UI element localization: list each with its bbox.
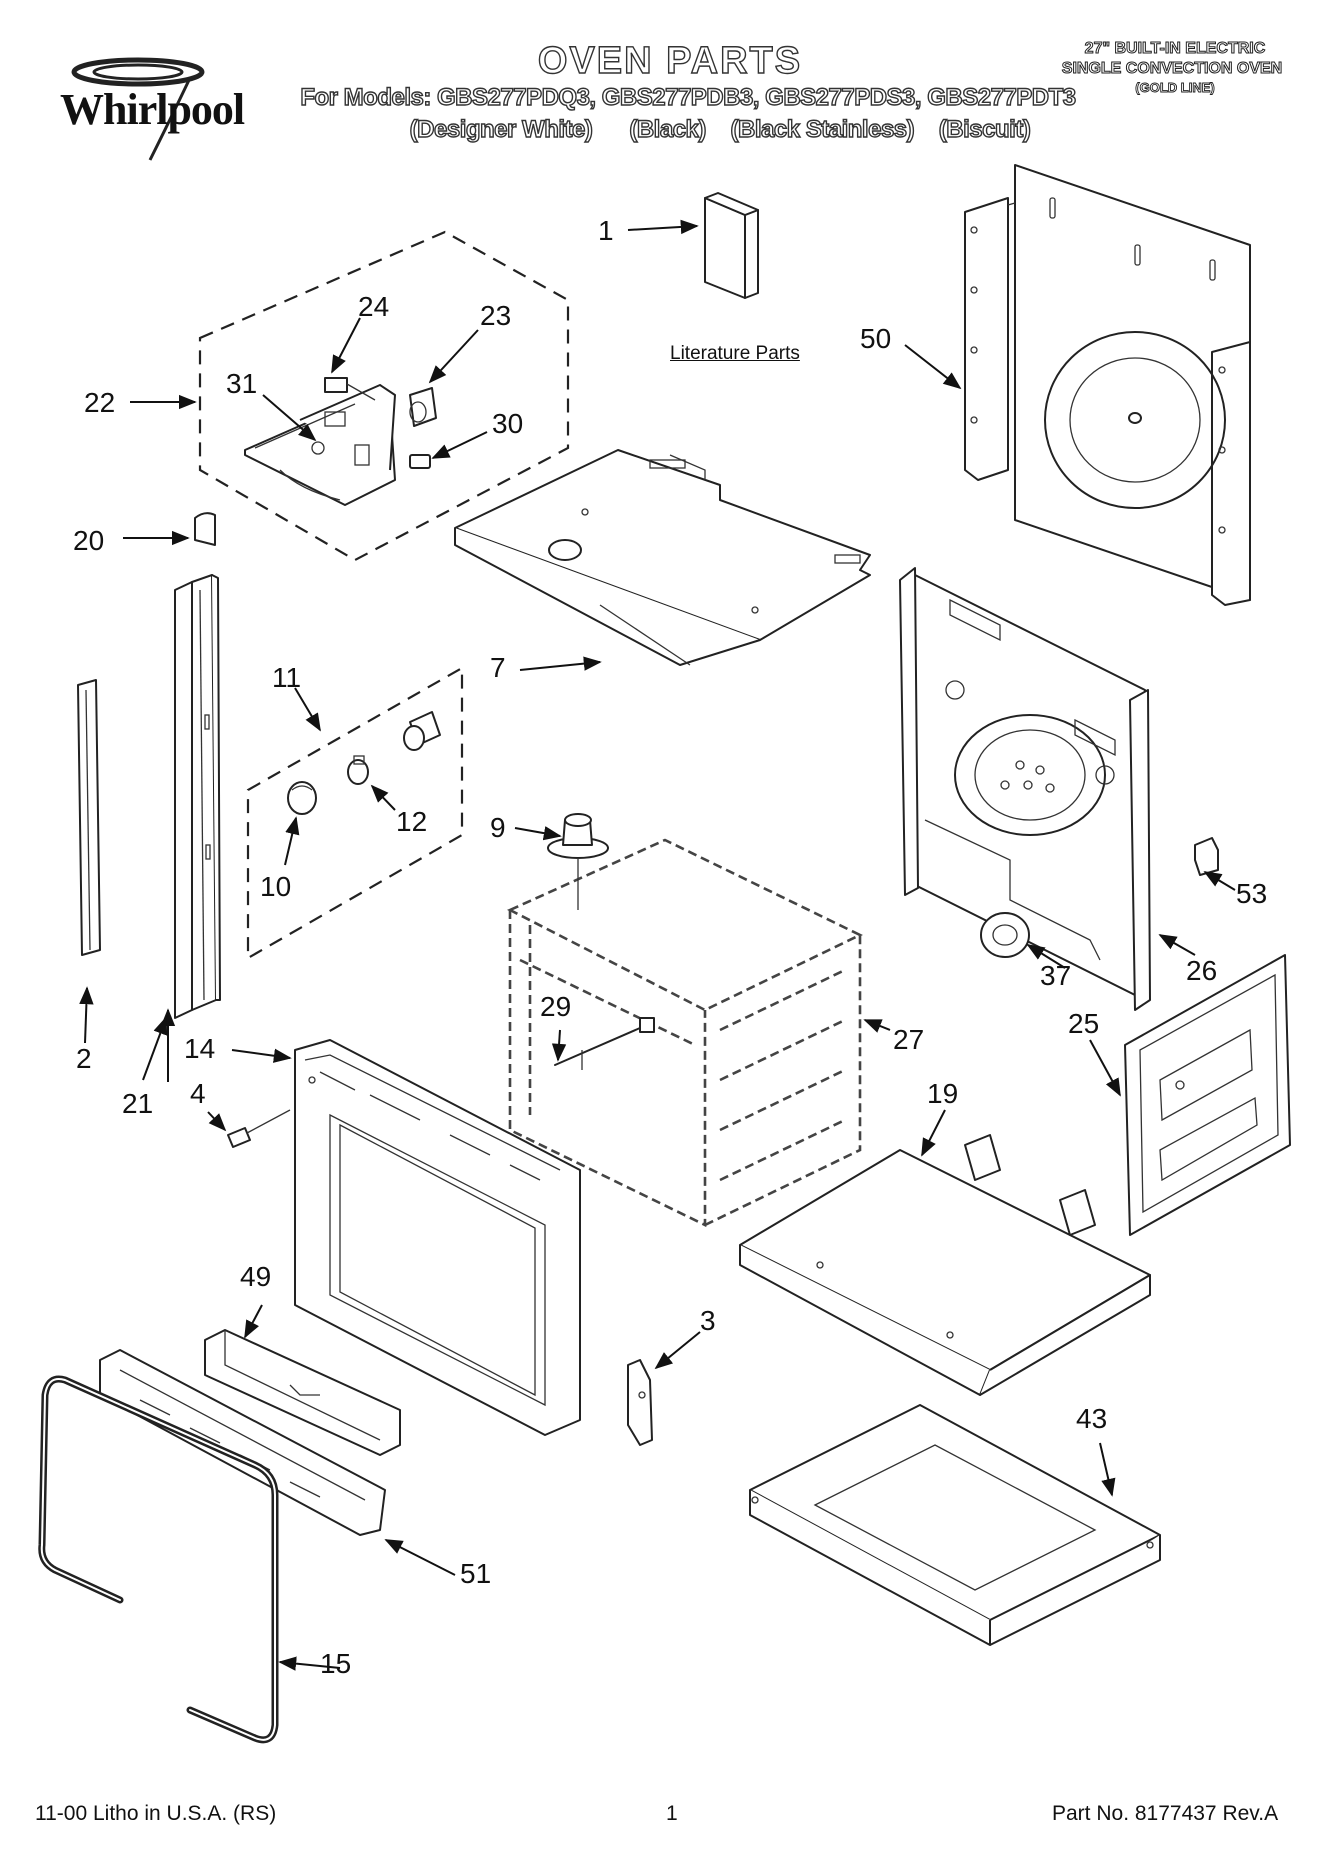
part-11-lamp-socket — [403, 711, 441, 751]
part-15-door-gasket — [38, 1375, 279, 1744]
callout-10: 10 — [260, 871, 292, 902]
part-10-lamp-lens — [287, 781, 317, 815]
part-37-fan-gasket — [980, 912, 1030, 958]
callout-3: 3 — [700, 1305, 716, 1336]
whirlpool-swirl-icon — [71, 57, 205, 161]
callout-19: 19 — [927, 1078, 959, 1109]
part-23-relay — [409, 387, 437, 427]
callout-49: 49 — [240, 1261, 272, 1292]
footer-part-number: Part No. 8177437 Rev.A — [1052, 1802, 1279, 1825]
callout-7: 7 — [490, 652, 506, 683]
part-29-temperature-sensor — [554, 1017, 655, 1070]
callout-29: 29 — [540, 991, 572, 1022]
part-22-control-bracket — [244, 384, 396, 506]
part-7-top-panel — [454, 449, 871, 666]
part-53-bracket — [1194, 837, 1219, 876]
callout-23: 23 — [480, 300, 512, 331]
callout-15: 15 — [320, 1648, 352, 1679]
part-27-oven-cavity — [507, 838, 863, 1228]
part-19-bottom-panel — [739, 1134, 1151, 1396]
product-line-3: (GOLD LINE) — [1135, 80, 1215, 96]
callout-27: 27 — [893, 1024, 925, 1055]
callout-2: 2 — [76, 1043, 92, 1074]
callout-11: 11 — [272, 662, 302, 693]
part-50-back-panel — [964, 164, 1251, 606]
callout-53: 53 — [1236, 878, 1268, 909]
part-26-inner-back-panel — [899, 567, 1151, 1011]
part-30-connector — [409, 454, 431, 469]
part-14-front-frame — [294, 1039, 581, 1436]
part-12-lamp-bulb — [347, 755, 369, 785]
callout-12: 12 — [396, 806, 428, 837]
part-2-trim-rod — [77, 679, 101, 956]
leader-lines — [79, 219, 1236, 1671]
whirlpool-logo: Whirlpool — [40, 50, 280, 170]
part-43-bottom-tray — [749, 1404, 1161, 1646]
callout-43: 43 — [1076, 1403, 1108, 1434]
models-line: For Models: GBS277PDQ3, GBS277PDB3, GBS2… — [300, 83, 1077, 111]
part-25-side-panel — [1124, 954, 1291, 1236]
callout-31: 31 — [226, 368, 258, 399]
callout-4: 4 — [190, 1078, 206, 1109]
callout-9: 9 — [490, 812, 506, 843]
product-line-2: SINGLE CONVECTION OVEN — [1061, 60, 1283, 78]
part-9-terminal-block — [547, 813, 609, 910]
part-20-cap — [194, 512, 216, 546]
page-title: OVEN PARTS — [537, 39, 803, 82]
callout-20: 20 — [73, 525, 105, 556]
part-1-literature — [704, 192, 759, 299]
part-4-screw — [227, 1109, 291, 1148]
part-49-vent-channel — [204, 1329, 401, 1456]
callout-1: 1 — [598, 215, 614, 246]
part-24-switch — [324, 377, 376, 401]
colors-line: (Designer White) (Black) (Black Stainles… — [409, 115, 1032, 143]
callout-21: 21 — [122, 1088, 154, 1119]
part-11-group-outline — [246, 666, 464, 960]
callout-30: 30 — [492, 408, 524, 439]
callout-50: 50 — [860, 323, 892, 354]
callout-22: 22 — [84, 387, 116, 418]
callout-51: 51 — [460, 1558, 492, 1589]
callout-26: 26 — [1186, 955, 1218, 986]
callout-14: 14 — [184, 1033, 216, 1064]
part-22-group-outline — [198, 230, 570, 562]
footer-page-number: 1 — [666, 1802, 678, 1825]
part-3-bracket — [627, 1359, 653, 1446]
literature-parts-label: Literature Parts — [670, 343, 800, 364]
product-line-1: 27" BUILT-IN ELECTRIC — [1084, 40, 1266, 58]
footer-litho: 11-00 Litho in U.S.A. (RS) — [35, 1802, 277, 1825]
callout-37: 37 — [1040, 960, 1072, 991]
callout-24: 24 — [358, 291, 390, 322]
brand-name: Whirlpool — [60, 85, 245, 134]
part-21-side-trim — [174, 574, 221, 1019]
callout-25: 25 — [1068, 1008, 1100, 1039]
